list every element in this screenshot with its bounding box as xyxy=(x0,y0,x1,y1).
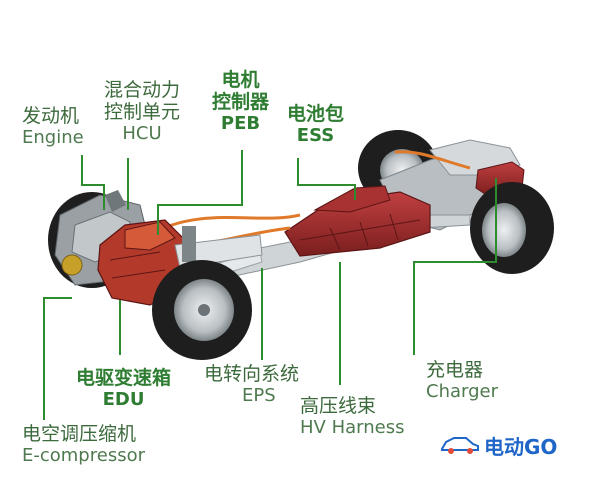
battery-pack xyxy=(284,185,431,257)
label-edu-zh: 电驱变速箱 xyxy=(76,367,172,389)
label-hv-harness-en: HV Harness xyxy=(300,416,405,438)
label-e-compressor-zh: 电空调压缩机 xyxy=(22,423,137,445)
brand-logo: 电动GO xyxy=(440,432,558,459)
steering-rack xyxy=(174,226,263,269)
leader-lines xyxy=(43,150,497,420)
label-e-compressor-en: E-compressor xyxy=(22,444,145,466)
label-hv-harness-zh: 高压线束 xyxy=(300,395,377,417)
label-engine-en: Engine xyxy=(22,126,84,148)
front-right-wheel xyxy=(152,260,252,360)
label-engine: 发动机 Engine xyxy=(22,105,84,149)
label-engine-zh: 发动机 xyxy=(22,105,80,127)
label-ess: 电池包 ESS xyxy=(287,103,345,147)
label-ess-zh: 电池包 xyxy=(287,103,345,125)
label-hcu-en: HCU xyxy=(122,122,162,144)
label-eps-en: EPS xyxy=(242,384,276,406)
label-peb-zh: 电机 控制器 xyxy=(212,69,270,113)
brand-text: 电动GO xyxy=(484,434,558,459)
label-charger-en: Charger xyxy=(426,380,498,402)
label-hv-harness: 高压线束 HV Harness xyxy=(300,395,405,439)
label-eps: 电转向系统 EPS xyxy=(204,363,300,407)
leader-ess xyxy=(297,158,356,200)
leader-engine xyxy=(81,155,105,210)
leader-peb xyxy=(157,150,243,235)
label-hcu-zh: 混合动力 控制单元 xyxy=(104,79,181,123)
leader-e-compressor xyxy=(43,297,72,420)
label-e-compressor: 电空调压缩机 E-compressor xyxy=(22,423,145,467)
label-edu-en: EDU xyxy=(102,388,145,410)
car-icon xyxy=(441,437,479,454)
label-peb: 电机 控制器 PEB xyxy=(212,69,270,134)
label-charger-zh: 充电器 xyxy=(426,359,484,381)
label-edu: 电驱变速箱 EDU xyxy=(76,367,172,411)
label-charger: 充电器 Charger xyxy=(426,359,498,403)
leader-charger xyxy=(413,178,497,355)
label-ess-en: ESS xyxy=(296,124,335,146)
rear-right-wheel xyxy=(470,182,554,274)
label-hcu: 混合动力 控制单元 HCU xyxy=(104,79,181,144)
label-peb-en: PEB xyxy=(220,112,261,134)
label-eps-zh: 电转向系统 xyxy=(204,363,300,385)
